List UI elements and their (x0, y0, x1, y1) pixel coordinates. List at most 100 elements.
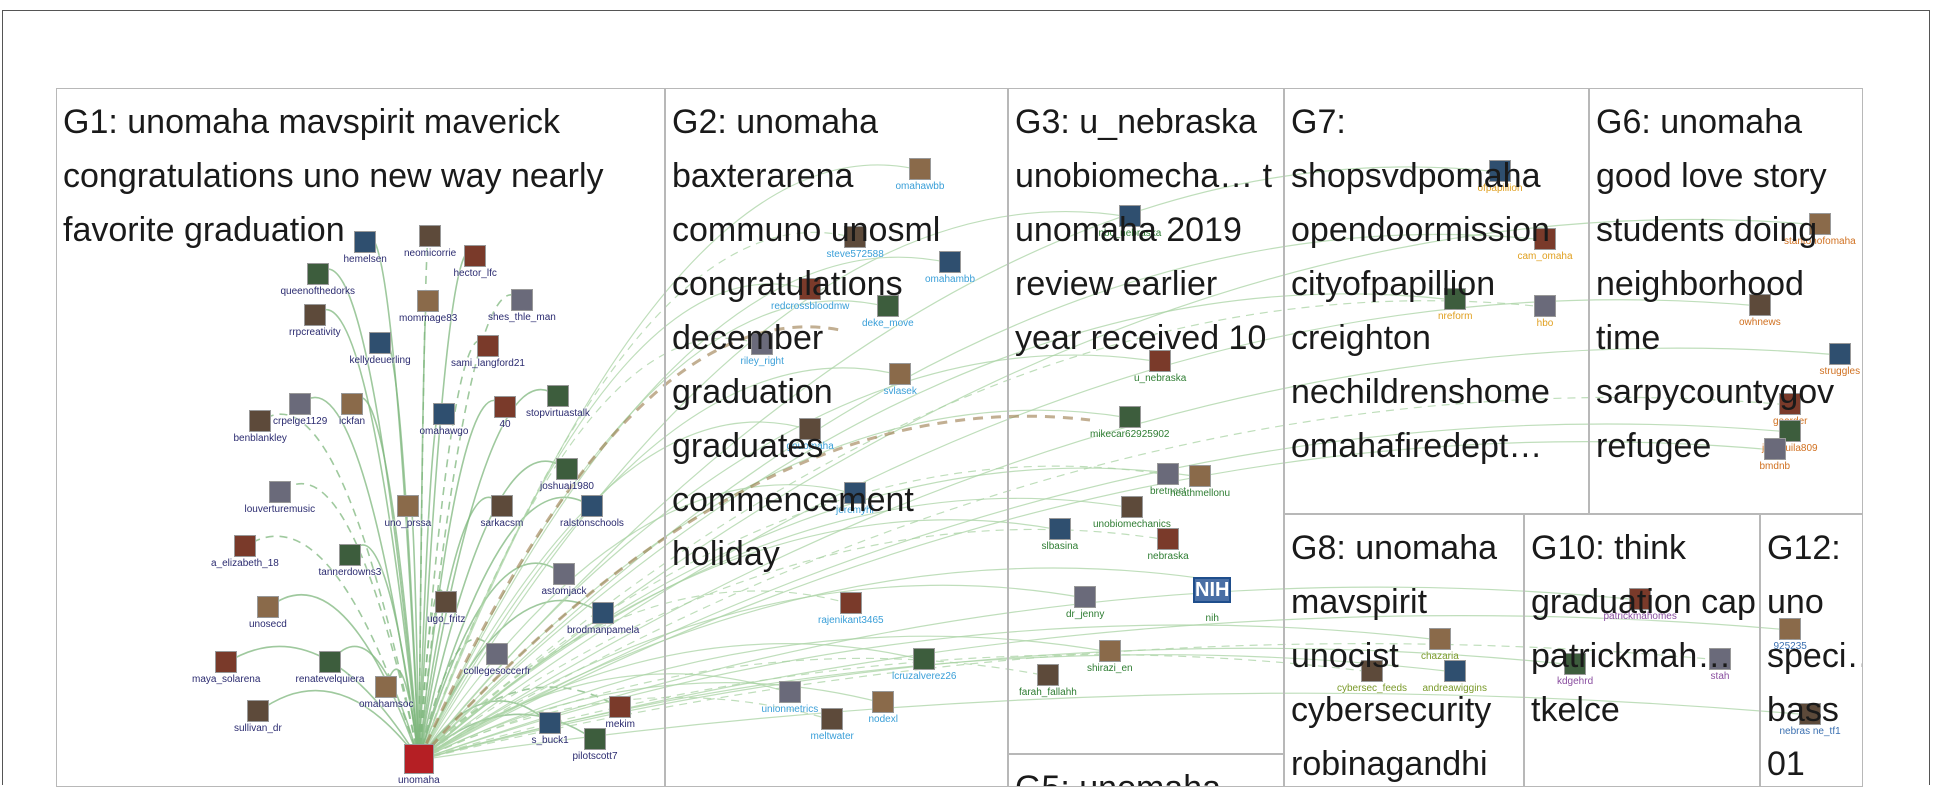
node-meltwater: meltwater (811, 708, 854, 743)
node-nih: NIH nih (1193, 568, 1232, 625)
node-label: queenofthedorks (280, 286, 356, 297)
group-g6: G6: unomaha good love story students doi… (1589, 88, 1863, 514)
node-label: sullivan_dr (234, 723, 282, 734)
node-label: ickfan (339, 416, 366, 427)
node-farah-fallahh: farah_fallahh (1019, 664, 1077, 699)
group-g3-title: G3: u_nebraska unobiomecha… t unomaha 20… (1015, 103, 1273, 357)
node-rajenikant3465: rajenikant3465 (818, 592, 884, 627)
avatar-icon (872, 691, 895, 713)
avatar-icon (1074, 586, 1097, 608)
avatar-icon (246, 700, 269, 722)
avatar-icon (584, 728, 607, 750)
node-pilotscott7: pilotscott7 (573, 728, 618, 763)
node-lcruzalverez26: lcruzalverez26 (892, 648, 956, 683)
avatar-icon (289, 393, 312, 415)
avatar-icon (1036, 664, 1059, 686)
group-g7: G7: shopsvdpomaha opendoormission cityof… (1284, 88, 1589, 514)
node-label: mikecar62925902 (1090, 429, 1170, 440)
group-g5-title: G5: unomaha (1015, 761, 1283, 786)
node-label: louverturemusic (244, 504, 316, 515)
node-label: u_nebraska (1134, 373, 1187, 384)
avatar-icon (539, 712, 562, 734)
avatar-icon (369, 332, 392, 354)
node-omahawgo: omahawgo (420, 403, 468, 438)
node-unosecd: unosecd (249, 596, 287, 631)
avatar-icon (268, 481, 291, 503)
node-slbasina: slbasina (1042, 518, 1078, 553)
node-renatevelquiera: renatevelquiera (295, 651, 365, 686)
avatar-icon (435, 591, 458, 613)
node-label: uno_prssa (384, 518, 432, 529)
node-mommage83: mommage83 (399, 290, 457, 325)
avatar-icon (306, 263, 329, 285)
node-label: farah_fallahh (1019, 687, 1077, 698)
avatar-icon (555, 458, 578, 480)
avatar-icon (553, 563, 575, 585)
avatar-icon (494, 396, 516, 418)
node-label: shirazi_en (1087, 663, 1133, 674)
avatar-icon (215, 651, 238, 673)
node-sullivan-dr: sullivan_dr (234, 700, 282, 735)
avatar-icon (1120, 496, 1143, 518)
node-stopvirtuastalk: stopvirtuastalk (526, 385, 590, 420)
avatar-icon (476, 335, 499, 357)
node-label: nodexl (868, 714, 898, 725)
node-queenofthedorks: queenofthedorks (280, 263, 356, 298)
node-sami-langford21: sami_langford21 (451, 335, 525, 370)
node-tannerdowns3: tannerdowns3 (318, 544, 382, 579)
node-label: nih (1205, 613, 1219, 624)
node-ralstonschools: ralstonschools (560, 495, 624, 530)
group-g3: G3: u_nebraska unobiomecha… t unomaha 20… (1008, 88, 1284, 754)
node-label: shes_thle_man (488, 312, 556, 323)
node-rrpcreativity: rrpcreativity (289, 304, 341, 339)
node-label: rrpcreativity (289, 327, 341, 338)
avatar-icon (486, 643, 509, 665)
avatar-icon (609, 696, 632, 718)
unomaha-logo-icon (403, 744, 434, 774)
node-label: renatevelquiera (295, 674, 365, 685)
node-collegesoccerfr: collegesoccerfr (464, 643, 531, 678)
node-label: sami_langford21 (451, 358, 525, 369)
group-g12: G12: uno speci… bass 01 (1760, 514, 1863, 787)
group-g2: G2: unomaha baxterarena communo unosml c… (665, 88, 1008, 787)
group-g1: G1: unomaha mavspirit maverick congratul… (56, 88, 665, 787)
node-label: hector_lfc (453, 268, 497, 279)
node-label: heathmellonu (1170, 488, 1231, 499)
node-label: meltwater (810, 731, 854, 742)
node-label: rajenikant3465 (818, 615, 884, 626)
avatar-icon (341, 393, 364, 415)
node-unomaha: unomaha (398, 744, 440, 787)
group-g12-title: G12: uno speci… bass 01 (1767, 529, 1862, 783)
group-g1-title: G1: unomaha mavspirit maverick congratul… (63, 103, 604, 249)
avatar-icon (303, 304, 326, 326)
avatar-icon (1157, 528, 1180, 550)
node-label: pilotscott7 (572, 751, 618, 762)
avatar-icon (1098, 640, 1121, 662)
figure-frame (2, 10, 1930, 785)
node-heathmellonu: heathmellonu (1170, 465, 1230, 500)
node-label: a_elizabeth_18 (211, 558, 279, 569)
group-g10-title: G10: think graduation cap patrickmah… tk… (1531, 529, 1756, 729)
node-label: nebraska (1147, 551, 1189, 562)
node-ugo-fritz: ugo_fritz (427, 591, 465, 626)
node-label: ralstonschools (560, 518, 624, 529)
avatar-icon (432, 403, 455, 425)
group-g6-title: G6: unomaha good love story students doi… (1596, 103, 1835, 465)
avatar-icon (839, 592, 862, 614)
group-g2-title: G2: unomaha baxterarena communo unosml c… (672, 103, 941, 573)
node-a-elizabeth-18: a_elizabeth_18 (211, 535, 279, 570)
avatar-icon (318, 651, 341, 673)
node-label: tannerdowns3 (318, 567, 382, 578)
avatar-icon (375, 676, 398, 698)
node-omahamsoc: omahamsoc (359, 676, 413, 711)
avatar-icon (913, 648, 936, 670)
avatar-icon (510, 289, 533, 311)
nih-logo-icon: NIH (1193, 577, 1232, 603)
node-sarkacsm: sarkacsm (481, 495, 523, 530)
avatar-icon (1189, 465, 1212, 487)
node-maya-solarena: maya_solarena (192, 651, 260, 686)
node-unobiomechanics: unobiomechanics (1093, 496, 1171, 531)
avatar-icon (490, 495, 513, 517)
node-brodmanpamela: brodmanpamela (567, 602, 639, 637)
node-kellydeuerling: kellydeuerling (350, 332, 411, 367)
